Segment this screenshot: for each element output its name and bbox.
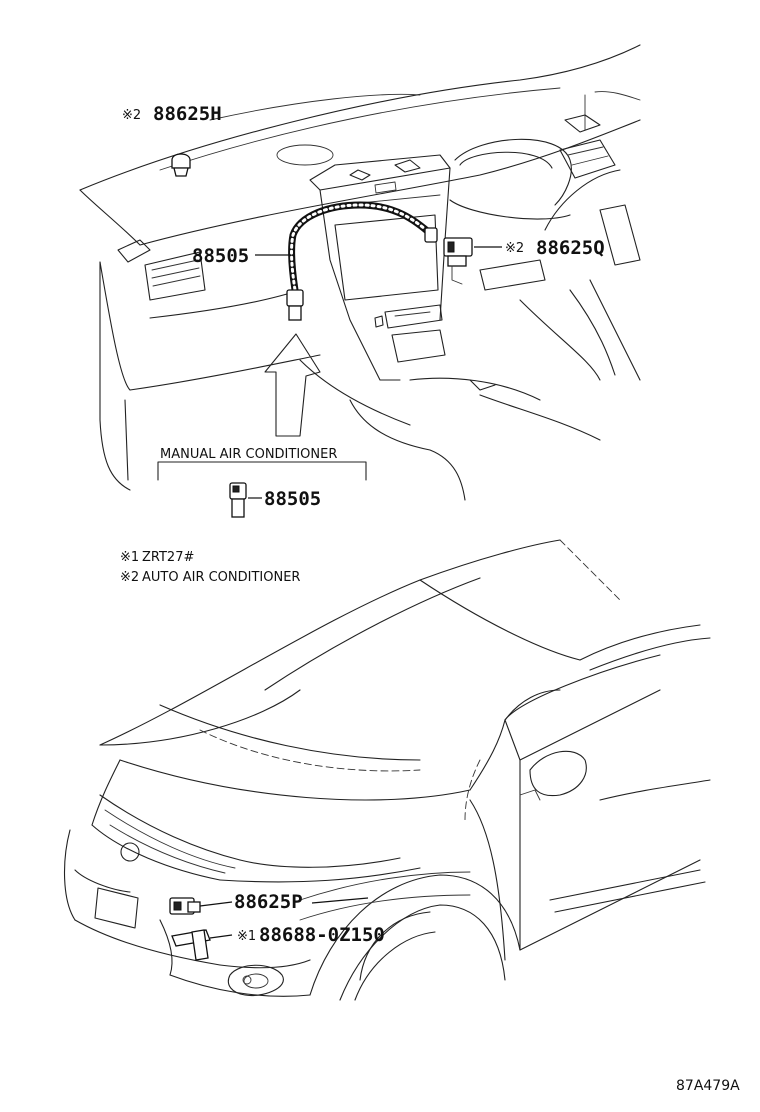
ambient-sensor-part-number: 88625P: [234, 891, 303, 913]
bracket-mark: ※1: [237, 929, 256, 944]
car-front-illustration: [64, 539, 711, 1001]
sensor-88625q: [443, 237, 473, 285]
sensor-top-mark: ※2: [122, 108, 141, 123]
ambient-sensor-88625p: [169, 897, 201, 915]
harness-88505: [286, 201, 438, 321]
sensor-top-part-number: 88625H: [153, 103, 222, 125]
legend: ※1 ZRT27# ※2 AUTO AIR CONDITIONER: [120, 550, 300, 585]
manual-ac-part-icon: [229, 482, 247, 518]
legend-mark-1: ※1: [120, 550, 139, 565]
dashboard-illustration: [79, 44, 641, 501]
ambient-sensor-pointer: [311, 897, 369, 904]
legend-mark-2: ※2: [120, 570, 139, 585]
sensor-right-part-number: 88625Q: [536, 237, 605, 259]
manual-ac-title: MANUAL AIR CONDITIONER: [160, 447, 337, 462]
figure-code: 87A479A: [676, 1078, 740, 1094]
legend-text-1: ZRT27#: [142, 550, 194, 565]
manual-ac-bracket: [157, 461, 367, 481]
bracket-88688-0z150: [171, 929, 211, 961]
sensor-88625h: [171, 153, 191, 177]
legend-text-2: AUTO AIR CONDITIONER: [142, 570, 300, 585]
harness-part-number: 88505: [192, 245, 249, 267]
bracket-part-number: 88688-0Z150: [259, 924, 385, 946]
up-arrow-icon: [264, 333, 321, 437]
sensor-right-mark: ※2: [505, 241, 524, 256]
bracket-leader: [209, 934, 233, 939]
manual-ac-part-number: 88505: [264, 488, 321, 510]
ambient-sensor-leader: [199, 901, 233, 907]
